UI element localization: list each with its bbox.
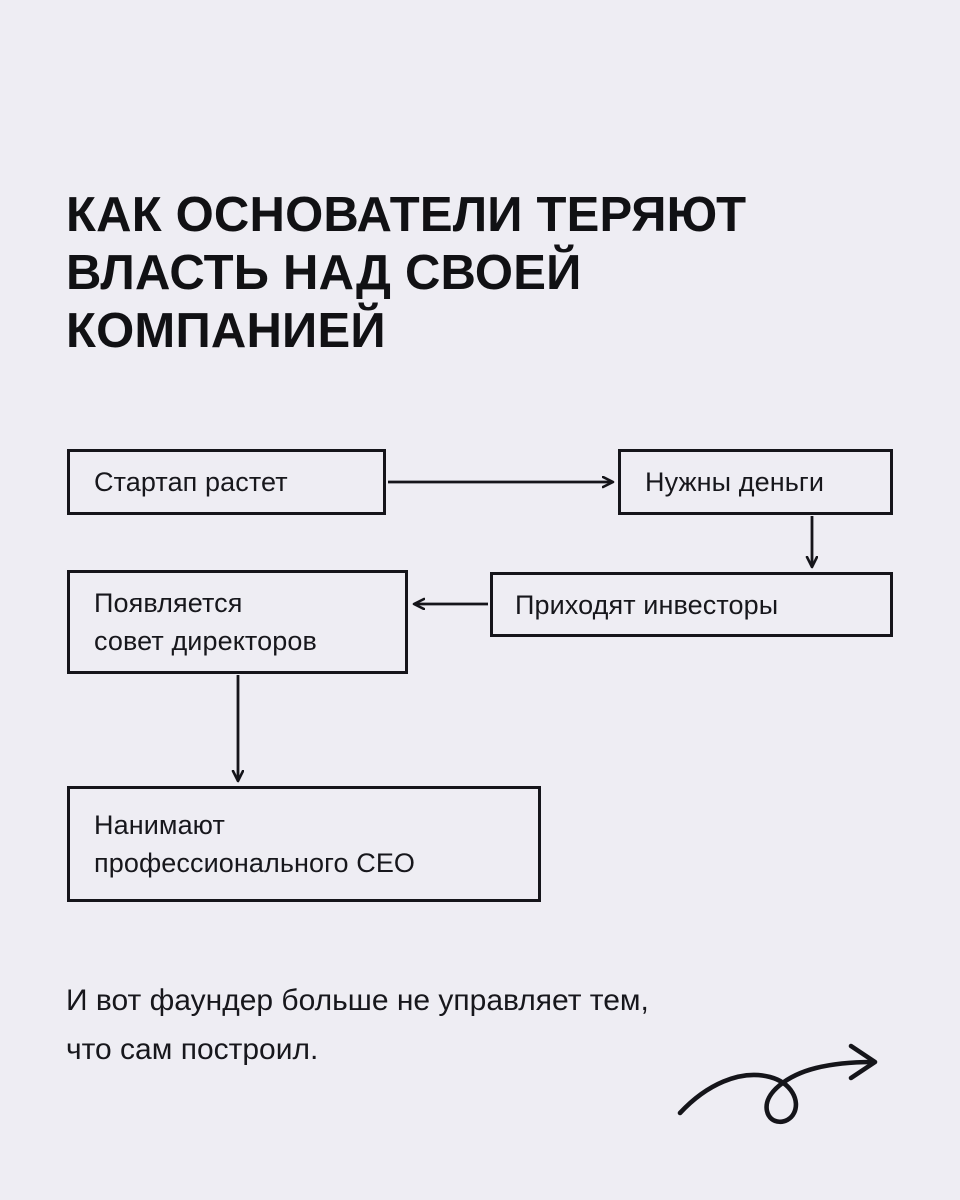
flow-node-money-label: Нужны деньги (645, 467, 825, 497)
curved-loop-arrow-icon (677, 1043, 878, 1125)
flow-node-startup: Стартап растет (67, 449, 386, 515)
flow-node-ceo: Нанимают профессионального CEO (67, 786, 541, 902)
flow-node-investors-label: Приходят инвесторы (515, 589, 779, 620)
flow-node-board-label: Появляется совет директоров (94, 588, 317, 656)
flow-node-investors: Приходят инвесторы (490, 572, 893, 637)
flow-node-board: Появляется совет директоров (67, 570, 408, 674)
closing-text: И вот фаундер больше не управляет тем, ч… (66, 984, 649, 1066)
flow-node-money: Нужны деньги (618, 449, 893, 515)
flow-node-ceo-label: Нанимают профессионального CEO (94, 810, 416, 878)
flow-node-startup-label: Стартап растет (94, 467, 288, 497)
page-title: КАК ОСНОВАТЕЛИ ТЕРЯЮТ ВЛАСТЬ НАД СВОЕЙ К… (66, 188, 747, 358)
